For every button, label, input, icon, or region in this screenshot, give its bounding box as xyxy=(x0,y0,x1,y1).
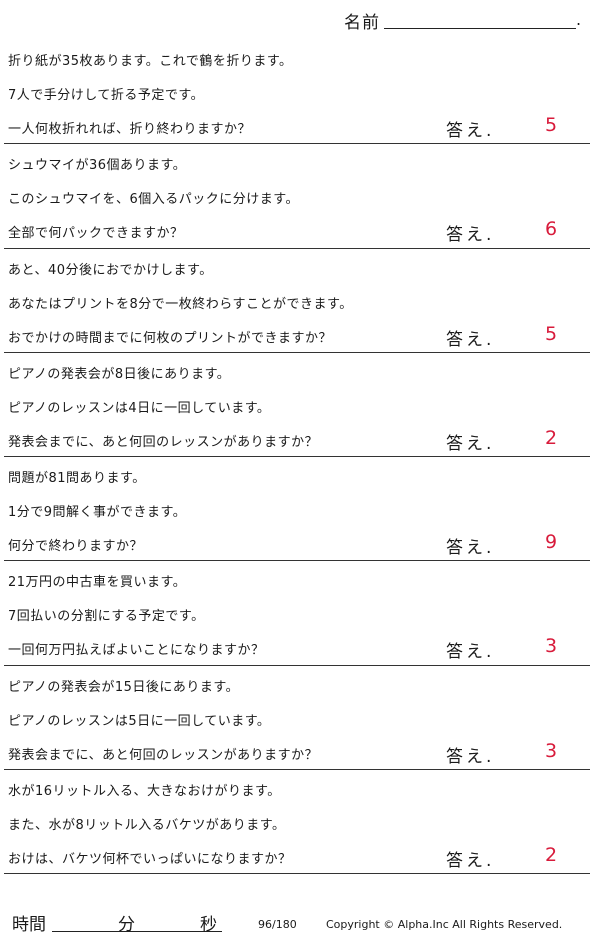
problem-7: ピアノの発表会が15日後にあります。 ピアノのレッスンは5日に一回しています。 … xyxy=(0,666,600,771)
problem-line: シュウマイが36個あります。 xyxy=(8,158,187,174)
problem-line: ピアノの発表会が15日後にあります。 xyxy=(8,679,240,695)
answer-label: 答え. xyxy=(446,121,495,141)
problem-1: 折り紙が35枚あります。これで鶴を折ります。 7人で手分けして折る予定です。 一… xyxy=(0,40,600,145)
answer-divider xyxy=(4,560,590,562)
problem-line: 7回払いの分割にする予定です。 xyxy=(8,609,205,625)
name-end-mark: . xyxy=(576,10,583,29)
answer-divider xyxy=(4,664,590,666)
problem-question: 発表会までに、あと何回のレッスンがありますか？ xyxy=(8,747,319,763)
answer-label: 答え. xyxy=(446,329,495,350)
answer-divider xyxy=(4,247,590,249)
answer-label: 答え. xyxy=(446,746,495,767)
problem-question: 全部で何パックできますか？ xyxy=(8,226,184,242)
problem-line: このシュウマイを、6個入るパックに分けます。 xyxy=(8,192,299,208)
problem-question: 発表会までに、あと何回のレッスンがありますか？ xyxy=(8,434,319,450)
problem-4: ピアノの発表会が8日後にあります。 ピアノのレッスンは4日に一回しています。 発… xyxy=(0,353,600,458)
answer-value: 2 xyxy=(545,426,558,449)
problem-line: ピアノの発表会が8日後にあります。 xyxy=(8,366,231,382)
time-label: 時間 xyxy=(12,915,46,935)
problem-line: ピアノのレッスンは5日に一回しています。 xyxy=(8,713,271,729)
problem-3: あと、40分後におでかけします。 あなたはプリントを8分で一枚終わらすことができ… xyxy=(0,249,600,353)
problem-line: 折り紙が35枚あります。これで鶴を折ります。 xyxy=(8,54,293,69)
answer-value: 5 xyxy=(545,322,558,345)
problem-line: 21万円の中古車を買います。 xyxy=(8,575,187,591)
page-number: 96/180 xyxy=(258,918,297,931)
problem-list: 折り紙が35枚あります。これで鶴を折ります。 7人で手分けして折る予定です。 一… xyxy=(0,40,600,875)
time-input-line[interactable] xyxy=(52,931,222,932)
problem-line: また、水が8リットル入るバケツがあります。 xyxy=(8,818,286,834)
problem-question: 一回何万円払えばよいことになりますか？ xyxy=(8,643,265,659)
answer-divider xyxy=(4,351,590,353)
problem-question: 何分で終わりますか？ xyxy=(8,539,144,555)
problem-line: あと、40分後におでかけします。 xyxy=(8,262,213,278)
problem-line: 7人で手分けして折る予定です。 xyxy=(8,88,205,103)
footer: 時間 分 秒 96/180 Copyright © Alpha.Inc All … xyxy=(0,906,600,936)
name-field: 名前 . xyxy=(330,8,590,33)
copyright-notice: Copyright © Alpha.Inc All Rights Reserve… xyxy=(326,918,563,931)
answer-value: 3 xyxy=(545,739,558,762)
seconds-label: 秒 xyxy=(200,915,217,935)
answer-divider xyxy=(4,873,590,875)
answer-value: 5 xyxy=(545,114,558,136)
problem-2: シュウマイが36個あります。 このシュウマイを、6個入るパックに分けます。 全部… xyxy=(0,144,600,249)
problem-line: 水が16リットル入る、大きなおけがります。 xyxy=(8,784,281,800)
problem-question: 一人何枚折れれば、折り終わりますか？ xyxy=(8,122,252,137)
problem-line: あなたはプリントを8分で一枚終わらすことができます。 xyxy=(8,296,353,312)
answer-value: 2 xyxy=(545,844,558,867)
name-input-line[interactable] xyxy=(384,28,576,29)
problem-line: 問題が81問あります。 xyxy=(8,471,146,487)
answer-label: 答え. xyxy=(446,433,495,454)
answer-divider xyxy=(4,143,590,145)
problem-6: 21万円の中古車を買います。 7回払いの分割にする予定です。 一回何万円払えばよ… xyxy=(0,561,600,666)
answer-label: 答え. xyxy=(446,851,495,872)
name-label: 名前 xyxy=(344,13,380,33)
problem-question: おけは、バケツ何杯でいっぱいになりますか？ xyxy=(8,852,292,868)
answer-value: 3 xyxy=(545,635,558,658)
minutes-label: 分 xyxy=(118,915,135,935)
problem-question: おでかけの時間までに何枚のプリントができますか？ xyxy=(8,330,333,346)
answer-divider xyxy=(4,456,590,458)
answer-label: 答え. xyxy=(446,642,495,663)
problem-8: 水が16リットル入る、大きなおけがります。 また、水が8リットル入るバケツがあり… xyxy=(0,770,600,875)
answer-label: 答え. xyxy=(446,225,495,246)
answer-label: 答え. xyxy=(446,538,495,559)
problem-5: 問題が81問あります。 1分で9問解く事ができます。 何分で終わりますか？ 答え… xyxy=(0,457,600,562)
answer-value: 9 xyxy=(545,531,558,554)
problem-line: 1分で9問解く事ができます。 xyxy=(8,505,187,521)
answer-value: 6 xyxy=(545,218,558,241)
problem-line: ピアノのレッスンは4日に一回しています。 xyxy=(8,400,271,416)
answer-divider xyxy=(4,769,590,771)
